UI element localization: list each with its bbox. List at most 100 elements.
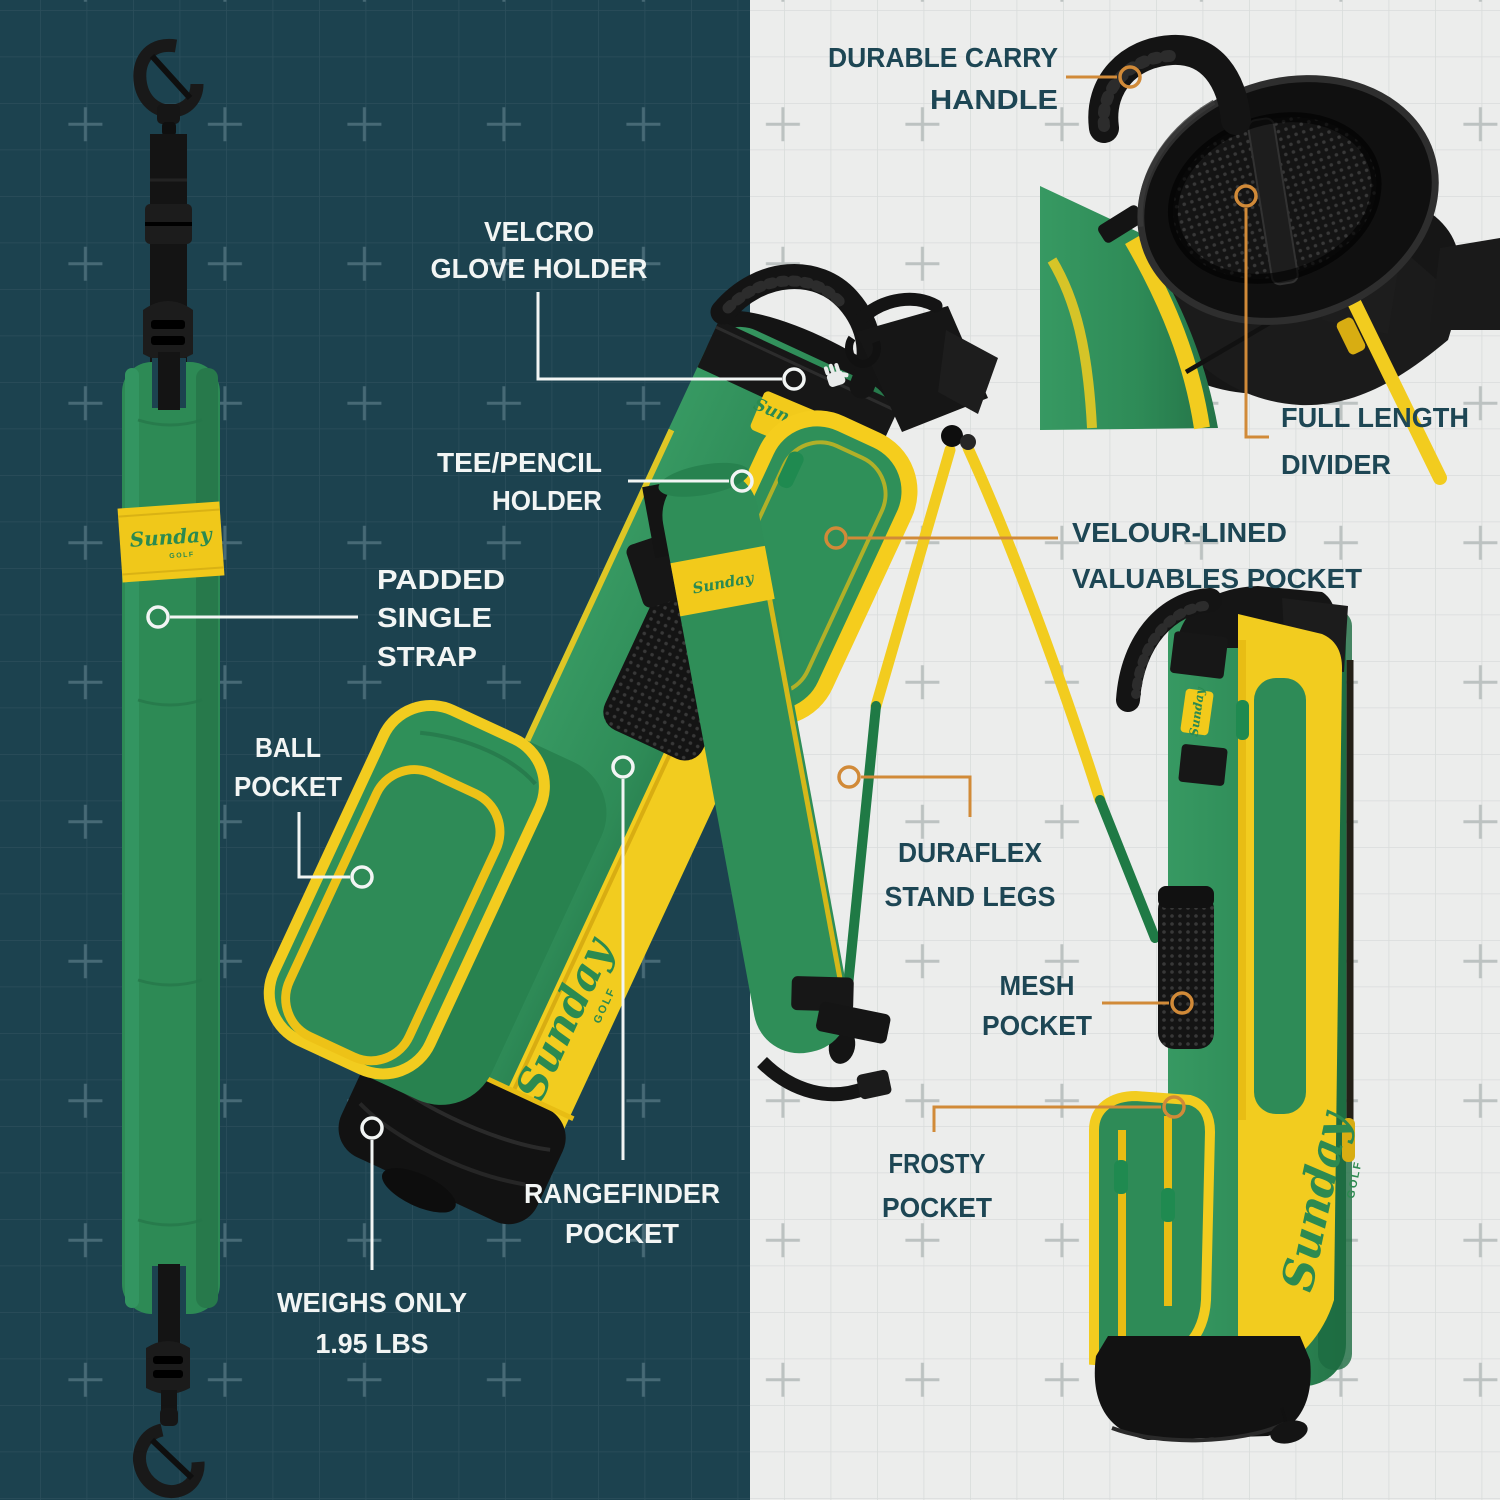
callout-dots-orange — [824, 65, 1258, 1119]
label-duraflex-line-1: DURAFLEX — [898, 837, 1042, 868]
label-divider-line-2: DIVIDER — [1281, 449, 1391, 480]
leaders-white — [170, 292, 782, 1270]
main-bag-d-ring — [845, 335, 881, 368]
strap-webbing-bottom — [158, 1312, 180, 1350]
label-weighs-only: WEIGHS ONLY 1.95 LBS — [277, 1287, 467, 1359]
closeup-hinge-arm — [1430, 238, 1500, 330]
callout-dot-durable-handle — [1118, 65, 1142, 89]
label-tee-line-1: TEE/PENCIL — [437, 447, 602, 478]
labels: VELCRO GLOVE HOLDER TEE/PENCIL HOLDER PA… — [234, 42, 1469, 1359]
leader-ball-pocket — [297, 812, 350, 879]
label-rangefinder-line-1: RANGEFINDER — [524, 1178, 720, 1209]
tee-holder-dangling-strap — [757, 1056, 869, 1102]
strap-pad-sub: GOLF — [169, 551, 195, 560]
label-mesh-line-2: POCKET — [982, 1010, 1092, 1041]
tee-holder-yellow-band — [670, 545, 775, 617]
label-rangefinder-line-2: POCKET — [565, 1218, 679, 1249]
right-bag-handle — [1116, 588, 1222, 712]
main-bag-base-tab — [381, 1168, 456, 1213]
right-bag-panel-inset — [1254, 678, 1306, 1114]
right-bag-base — [1094, 1336, 1311, 1440]
label-durable-carry-handle: DURABLE CARRY HANDLE — [828, 42, 1058, 115]
valuables-zip-pull — [777, 451, 804, 489]
label-weighs-line-1: WEIGHS ONLY — [277, 1287, 467, 1318]
label-ball-line-2: POCKET — [234, 771, 342, 802]
leader-lines — [146, 65, 1269, 1270]
label-velour-line-1: VELOUR-LINED — [1072, 517, 1287, 548]
glove-icon — [823, 362, 849, 387]
strap-pad-script: Sunday — [129, 522, 214, 552]
label-duraflex-line-2: STAND LEGS — [885, 881, 1056, 912]
stand-leg-right-green — [1095, 795, 1160, 943]
tee-holder-strap-bottom1 — [791, 976, 854, 1012]
callout-dot-rangefinder — [611, 755, 635, 779]
callout-dot-full-divider — [1234, 184, 1258, 208]
tee-holder-strap-bottom2 — [816, 1001, 891, 1044]
label-tee-pencil-holder: TEE/PENCIL HOLDER — [437, 447, 602, 516]
leader-full-divider — [1244, 208, 1269, 439]
right-bag-handle-ribs — [1131, 601, 1209, 699]
strap-top-carabiner — [133, 38, 204, 136]
callout-dot-duraflex — [837, 765, 861, 789]
right-bag-frosty-pocket — [1089, 1090, 1216, 1370]
strap-pad: Sunday GOLF — [117, 352, 225, 1320]
label-mesh-line-1: MESH — [1000, 970, 1075, 1001]
label-divider-line-1: FULL LENGTH — [1281, 402, 1469, 433]
callout-dots-white — [146, 367, 806, 1140]
stand-leg-right-yellow — [962, 442, 1106, 806]
strap-bottom-carabiner — [133, 1408, 205, 1499]
label-ball-pocket: BALL POCKET — [234, 732, 342, 802]
strap-pad-logo-band: Sunday GOLF — [117, 501, 225, 583]
label-velcro-line-1: VELCRO — [484, 216, 594, 247]
label-velcro-line-2: GLOVE HOLDER — [431, 253, 648, 284]
right-bag-base-seam — [1111, 1422, 1285, 1443]
frosty-zip-pull-1 — [1114, 1160, 1128, 1194]
right-bag-leg-tip — [1342, 1118, 1355, 1162]
callout-dot-mesh — [1170, 991, 1194, 1015]
right-bag-photo: Sunday Sunday GOLF — [1089, 586, 1365, 1444]
label-tee-line-2: HOLDER — [492, 485, 602, 516]
right-bag-patch-script: Sunday — [1187, 686, 1208, 738]
right-bag-mesh-top — [1158, 886, 1214, 908]
label-full-length-divider: FULL LENGTH DIVIDER — [1281, 402, 1469, 480]
label-ball-line-1: BALL — [255, 732, 321, 763]
label-frosty-pocket: FROSTY POCKET — [882, 1148, 992, 1223]
main-bag-photo: Sunday GOLF Sunday GOLF — [263, 264, 998, 1225]
right-bag-webbing-2 — [1178, 744, 1228, 786]
leaders-orange — [848, 75, 1269, 1132]
bag-mouth — [1137, 75, 1439, 325]
leader-duraflex — [861, 775, 972, 817]
label-frosty-line-2: POCKET — [882, 1192, 992, 1223]
right-bag-webbing-1 — [1170, 631, 1228, 679]
label-velour-valuables-pocket: VELOUR-LINED VALUABLES POCKET — [1072, 517, 1362, 594]
closeup-bag-top-photo — [1040, 34, 1500, 485]
label-weighs-line-2: 1.95 LBS — [316, 1328, 429, 1359]
label-padded-single-strap: PADDED SINGLE STRAP — [377, 564, 505, 672]
callout-dot-frosty — [1162, 1095, 1186, 1119]
strap-triglide-bottom — [146, 1341, 190, 1394]
frosty-zip-pull-2 — [1161, 1188, 1175, 1222]
label-duraflex-stand-legs: DURAFLEX STAND LEGS — [885, 837, 1056, 912]
label-durable-line-1: DURABLE CARRY — [828, 42, 1058, 73]
label-mesh-pocket: MESH POCKET — [982, 970, 1092, 1041]
ball-pocket-front-face — [281, 765, 505, 1066]
stand-leg-left-yellow — [870, 444, 956, 712]
closeup-leg-clamp — [1336, 317, 1366, 355]
strap-adjuster-buckle — [143, 301, 193, 361]
right-bag-logo-patch: Sunday — [1180, 686, 1214, 738]
callout-dot-weighs — [360, 1116, 384, 1140]
right-bag-rain-disc — [1270, 1420, 1308, 1444]
closeup-strap-clip — [1098, 205, 1144, 243]
callout-dot-velour — [824, 526, 848, 550]
callout-dot-ball-pocket — [350, 865, 374, 889]
label-strap-line-1: PADDED — [377, 564, 505, 595]
label-velcro-glove-holder: VELCRO GLOVE HOLDER — [431, 216, 648, 284]
closeup-yellow-trim — [1125, 235, 1210, 430]
right-bag-mesh-pocket — [1158, 893, 1214, 1049]
main-bag-stand-hub — [845, 292, 998, 450]
callout-dot-padded-strap — [146, 605, 170, 629]
label-strap-line-2: SINGLE — [377, 602, 492, 633]
label-rangefinder-pocket: RANGEFINDER POCKET — [524, 1178, 720, 1249]
